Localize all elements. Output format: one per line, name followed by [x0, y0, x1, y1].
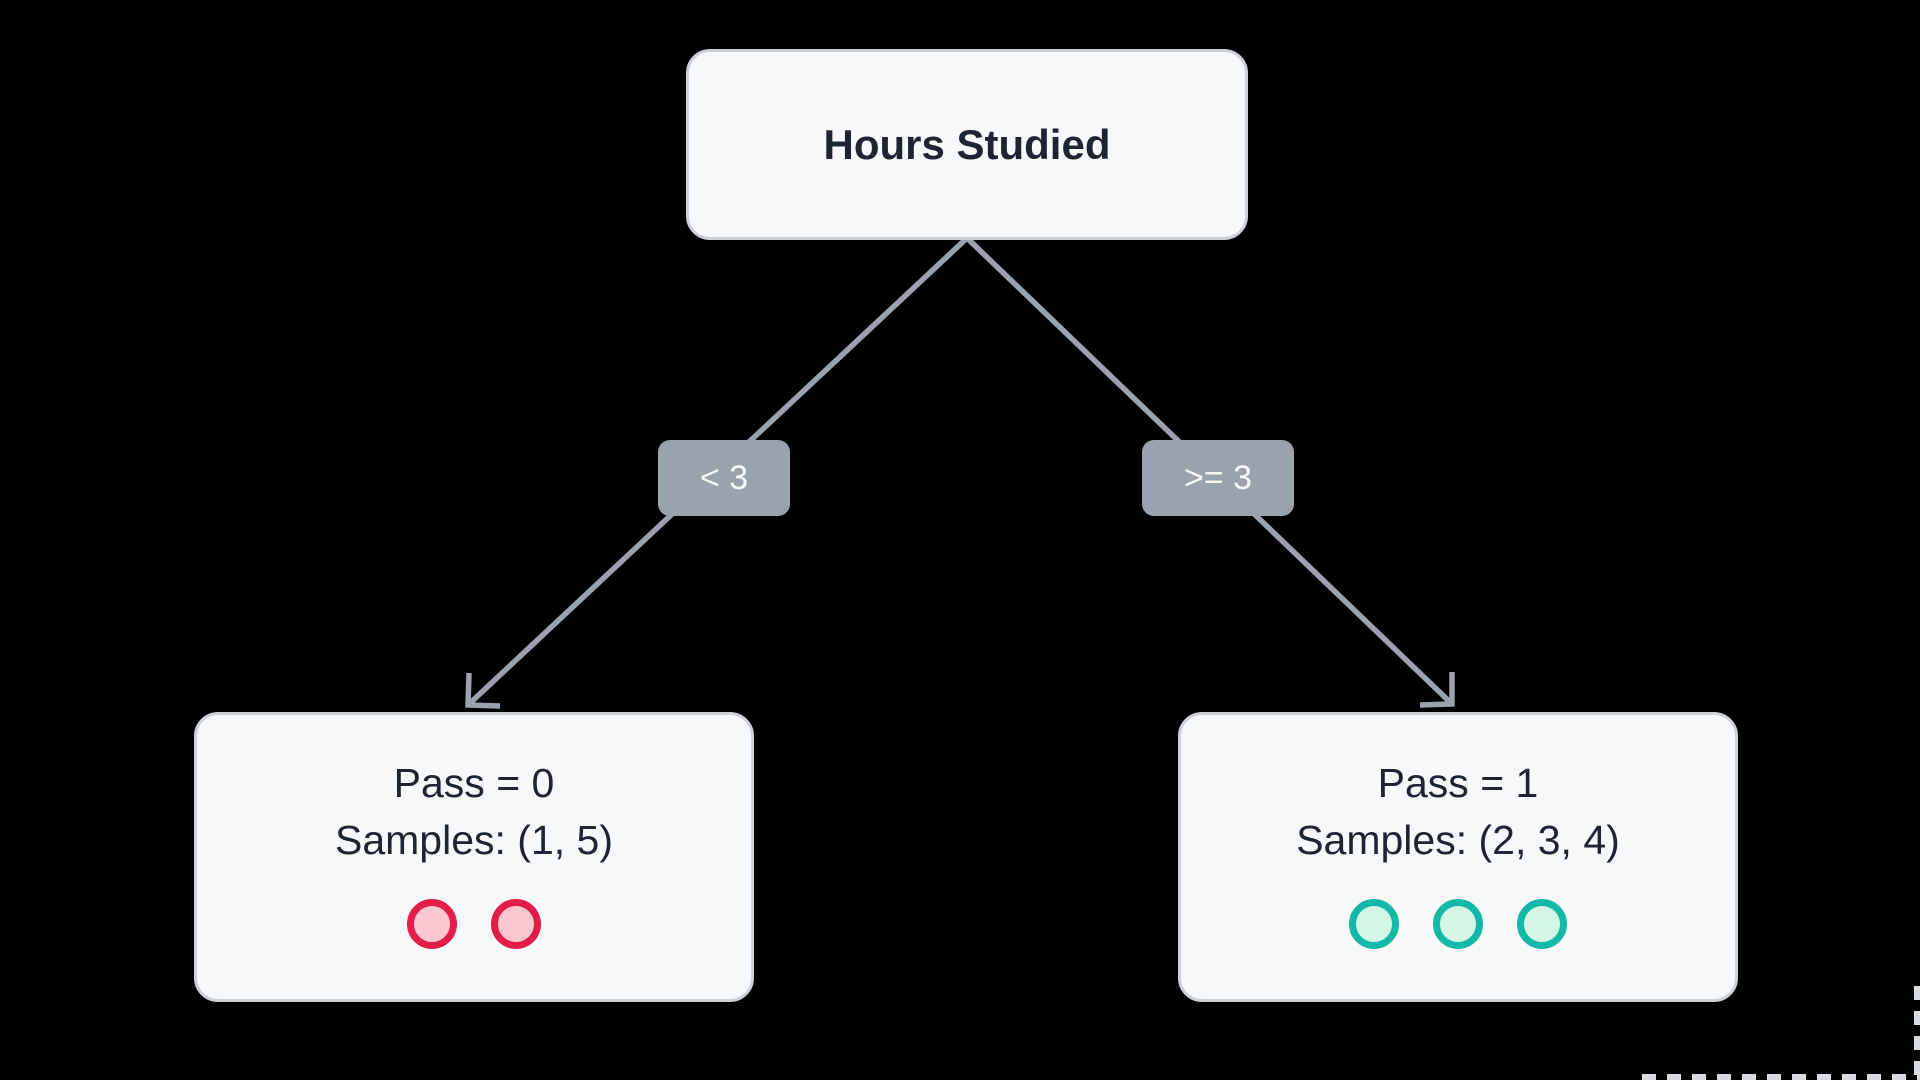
sample-dots-fail	[407, 899, 541, 949]
edge-label-text: >= 3	[1183, 458, 1253, 497]
edge-label-greater-equal[interactable]: >= 3	[1142, 440, 1294, 516]
leaf-prediction: Pass = 0	[393, 760, 555, 806]
sample-dot	[1517, 899, 1567, 949]
sample-dot	[1349, 899, 1399, 949]
leaf-samples: Samples: (1, 5)	[335, 817, 613, 863]
sample-dot	[407, 899, 457, 949]
edge-label-text: < 3	[699, 458, 749, 497]
sample-dots-pass	[1349, 899, 1567, 949]
leaf-samples: Samples: (2, 3, 4)	[1296, 817, 1620, 863]
root-node[interactable]: Hours Studied	[686, 49, 1248, 240]
edge-label-less-than[interactable]: < 3	[658, 440, 790, 516]
sample-dot	[1433, 899, 1483, 949]
leaf-prediction: Pass = 1	[1377, 760, 1539, 806]
leaf-node-pass[interactable]: Pass = 1 Samples: (2, 3, 4)	[1178, 712, 1738, 1002]
leaf-node-fail[interactable]: Pass = 0 Samples: (1, 5)	[194, 712, 754, 1002]
root-node-label: Hours Studied	[823, 120, 1111, 168]
partial-dashed-element[interactable]	[1642, 986, 1920, 1080]
sample-dot	[491, 899, 541, 949]
